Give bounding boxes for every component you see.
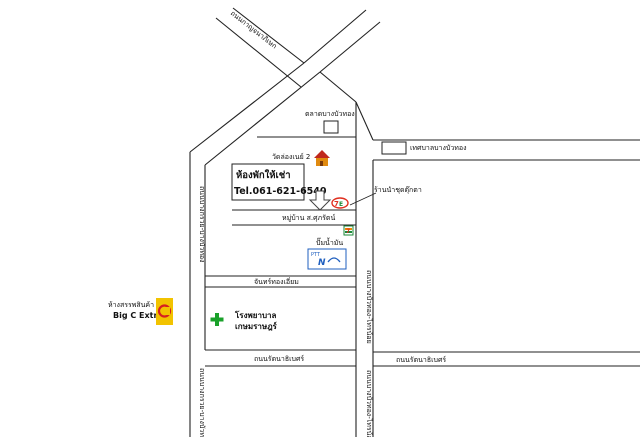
temple-icon [314, 150, 330, 166]
hospital-label-line1: โรงพยาบาล [234, 310, 277, 320]
market-box [323, 120, 339, 134]
accommodation-name: ห้องพักให้เช่า [236, 169, 291, 181]
seven-eleven-logo: 7 E [331, 197, 349, 209]
ptt-station-icon: PTT N [307, 248, 347, 270]
road-label-lower-left-vertical: ถนนบางกรวย-บางบัวทอง [198, 368, 206, 437]
road-label-bottom-left: ถนนรัตนาธิเบศร์ [254, 355, 304, 363]
road-label-diagonal-top: ถนนกาญจนาภิเษก [229, 9, 279, 50]
bigc-label-line2: Big C Extra [113, 311, 163, 320]
road-label-lower-right-vertical: ถนนบางบัวทอง-ไทรน้อย [365, 370, 374, 437]
svg-text:7: 7 [346, 228, 350, 235]
location-arrow-icon [308, 190, 332, 211]
svg-text:N: N [318, 258, 326, 268]
temple-label: วัดล่องเนย์ 2 [272, 153, 310, 161]
upper-right-branch [355, 101, 640, 161]
left-vertical-road [189, 152, 206, 437]
seven-eleven-square-icon: 7 [343, 225, 354, 236]
ptt-brand: PTT [311, 252, 321, 258]
road-label-left-vertical: ถนนบางกรวย-บางบัวทอง [198, 186, 206, 263]
right-vertical-road [355, 102, 374, 437]
village-label: หมู่บ้าน ส.ศุภรัตน์ [282, 214, 335, 222]
shop-arrow-label: ร้านนำชุดตุ๊กตา [374, 186, 422, 194]
accommodation-box [231, 163, 305, 201]
hospital-cross-icon [210, 313, 224, 326]
upper-right-building [381, 141, 407, 155]
hospital-label-line2: เกษมราษฎร์ [235, 321, 278, 331]
road-label-mid-horizontal: จันทร์ทองเอี่ยม [254, 277, 299, 286]
market-label: ตลาดบางบัวทอง [305, 110, 355, 118]
diagonal-roads [189, 7, 381, 166]
shop-pointer [349, 192, 377, 206]
inner-streets [205, 136, 356, 288]
bigc-logo [156, 298, 173, 325]
bottom-right-road [373, 351, 640, 367]
svg-text:7: 7 [334, 200, 339, 208]
accommodation-phone: Tel.061-621-6540 [234, 186, 327, 197]
road-label-upper-right: เทศบาลบางบัวทอง [410, 144, 467, 152]
gas-station-label: ปั๊มน้ำมัน [316, 236, 343, 247]
bottom-left-road [205, 349, 356, 367]
road-label-right-vertical: ถนนบางบัวทอง-ไทรน้อย [365, 270, 374, 344]
svg-text:E: E [339, 201, 343, 208]
bigc-label-line1: ห้างสรรพสินค้า [108, 301, 154, 309]
road-label-bottom-right: ถนนรัตนาธิเบศร์ [396, 356, 446, 364]
